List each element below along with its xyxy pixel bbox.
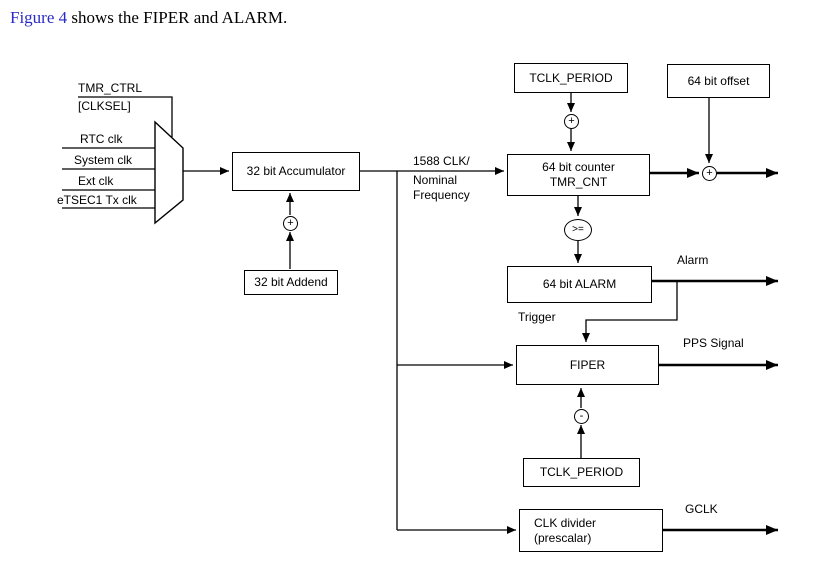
clk-1588-label-line3: Frequency	[413, 188, 470, 202]
mux-select-label-line1: TMR_CTRL	[78, 81, 143, 95]
mux-select-line	[78, 96, 173, 137]
clk-1588-label-line1: 1588 CLK/	[413, 154, 470, 168]
tclk-period-top-label: TCLK_PERIOD	[529, 70, 613, 85]
clk-1588-label-line2: Nominal	[413, 173, 458, 187]
fiper-block: FIPER	[516, 345, 659, 385]
accumulator-label: 32 bit Accumulator	[246, 164, 346, 178]
tclk-period-bottom-block: TCLK_PERIOD	[523, 458, 640, 487]
clock-mux-shape	[154, 120, 184, 225]
clk-divider-block: CLK divider (prescalar)	[519, 509, 663, 552]
addend-block: 32 bit Addend	[244, 270, 338, 295]
mux-input-label-ext: Ext clk	[78, 174, 114, 188]
tclk-period-bottom-label: TCLK_PERIOD	[539, 465, 624, 479]
tclk-period-top-block: TCLK_PERIOD	[514, 63, 628, 93]
counter-block: 64 bit counter TMR_CNT	[507, 154, 650, 196]
counter-adder-icon: +	[564, 114, 579, 129]
pps-signal-label: PPS Signal	[683, 336, 744, 350]
figure-link[interactable]: Figure 4	[10, 8, 68, 27]
figure-caption-text: shows the FIPER and ALARM.	[67, 8, 288, 27]
fiper-label: FIPER	[569, 357, 606, 372]
trigger-line-arrow	[582, 281, 678, 342]
mux-input-label-system: System clk	[74, 153, 133, 167]
counter-label-line1: 64 bit counter	[542, 160, 615, 174]
alarm-block: 64 bit ALARM	[507, 266, 652, 303]
accumulator-adder-icon: +	[283, 216, 298, 231]
compare-icon: >=	[564, 219, 592, 241]
mux-select-label-line2: [CLKSEL]	[78, 99, 131, 113]
offset-block: 64 bit offset	[667, 64, 770, 98]
offset-label: 64 bit offset	[687, 73, 750, 88]
mux-input-label-rtc: RTC clk	[80, 132, 123, 146]
figure-caption: Figure 4 shows the FIPER and ALARM.	[10, 8, 287, 28]
fiper-subtractor-icon: -	[574, 409, 589, 424]
gclk-label: GCLK	[685, 502, 718, 516]
accumulator-block: 32 bit Accumulator	[232, 152, 360, 191]
clk-divider-label-line2: (prescalar)	[534, 530, 592, 545]
offset-adder-icon: +	[702, 166, 717, 181]
alarm-signal-label: Alarm	[677, 253, 709, 267]
trigger-label: Trigger	[518, 310, 556, 324]
alarm-label: 64 bit ALARM	[542, 277, 617, 291]
clk-divider-label-line1: CLK divider	[534, 515, 597, 530]
counter-label-line2: TMR_CNT	[549, 175, 608, 189]
mux-input-label-etsec: eTSEC1 Tx clk	[57, 193, 137, 207]
addend-label: 32 bit Addend	[254, 275, 328, 289]
